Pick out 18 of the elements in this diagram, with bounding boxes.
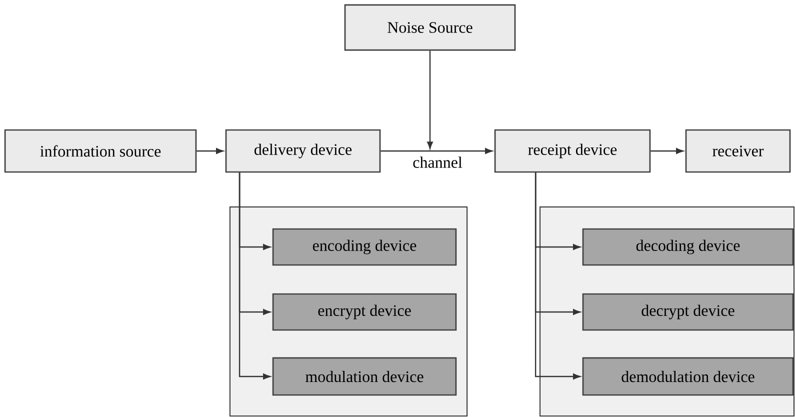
device-box: information source [4,129,197,173]
device-box: decoding device [582,228,794,266]
device-box: encoding device [272,228,457,266]
arrow [196,148,224,154]
edge-label: channel [411,155,464,170]
device-box: Noise Source [344,4,516,51]
device-box: receipt device [494,129,651,173]
arrow [534,172,580,380]
device-box: demodulation device [582,357,794,396]
device-box: decrypt device [582,293,794,331]
arrow [427,50,433,149]
device-box: modulation device [272,357,457,396]
arrow [380,148,492,154]
device-box: receiver [685,129,791,173]
arrow [238,172,270,380]
device-box: delivery device [225,129,381,173]
arrow [650,148,684,154]
device-box: encrypt device [272,293,457,331]
